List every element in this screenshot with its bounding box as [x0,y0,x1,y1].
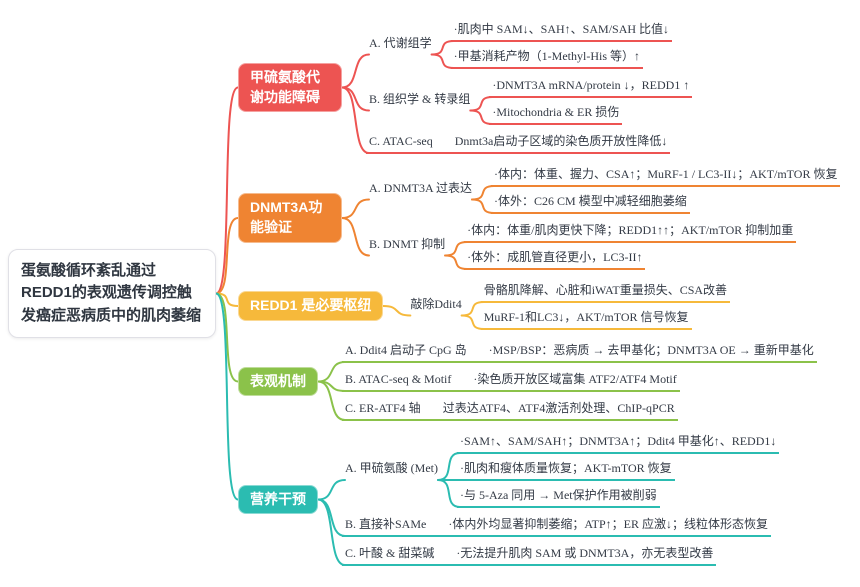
subtopic-group: B. 直接补SAMe ·体内外均显著抑制萎缩；ATP↑；ER 应激↓；线粒体形态恢… [342,516,779,537]
leaf-column: ·DNMT3A mRNA/protein ↓，REDD1 ↑ ·Mitochond… [489,77,693,125]
branch-topic[interactable]: DNMT3A功能验证 [238,193,342,243]
leaf-item[interactable]: ·肌肉中 SAM↓、SAH↑、SAM/SAH 比值↓ [450,21,673,42]
branches-column: 甲硫氨酸代谢功能障碍 A. 代谢组学 ·肌肉中 SAM↓、SAH↑、SAM/SAH … [238,21,841,566]
branch-topic[interactable]: REDD1 是必要枢纽 [238,291,384,321]
leaf-column: ·无法提升肌肉 SAM 或 DNMT3A，亦无表型改善 [453,545,717,566]
subtopic-group: C. ATAC-seq Dnmt3a启动子区域的染色质开放性降低↓ [366,133,692,154]
subtopic-column: A. 代谢组学 ·肌肉中 SAM↓、SAH↑、SAM/SAH 比值↓ ·甲基消耗产物… [366,21,693,154]
branch-topic[interactable]: 甲硫氨酸代谢功能障碍 [238,62,342,113]
subtopic-column: A. 甲硫氨酸 (Met) ·SAM↑、SAM/SAH↑；DNMT3A↑；Ddit… [342,433,780,566]
leaf-column: ·体内：体重/肌肉更快下降；REDD1↑↑；AKT/mTOR 抑制加重 ·体外：成… [464,222,797,270]
subtopic-label[interactable]: A. Ddit4 启动子 CpG 岛 [342,342,470,363]
subtopic-group: B. DNMT 抑制 ·体内：体重/肌肉更快下降；REDD1↑↑；AKT/mTOR… [366,222,840,270]
branch: DNMT3A功能验证 A. DNMT3A 过表达 ·体内：体重、握力、CSA↑；Mu… [238,166,841,270]
leaf-item[interactable]: ·体内：体重、握力、CSA↑；MuRF-1 / LC3-II↓；AKT/mTOR… [491,166,841,187]
subtopic-group: A. Ddit4 启动子 CpG 岛 ·MSP/BSP：恶病质 → 去甲基化；DN… [342,342,817,363]
subtopic-column: A. Ddit4 启动子 CpG 岛 ·MSP/BSP：恶病质 → 去甲基化；DN… [342,342,817,421]
leaf-item[interactable]: ·体内外均显著抑制萎缩；ATP↑；ER 应激↓；线粒体形态恢复 [445,516,772,537]
branch: REDD1 是必要枢纽 敲除Ddit4 骨骼肌降解、心脏和iWAT重量损失、CSA改… [238,282,840,330]
leaf-item[interactable]: ·DNMT3A mRNA/protein ↓，REDD1 ↑ [489,77,693,98]
branch-topic[interactable]: 营养干预 [238,484,318,515]
subtopic-label[interactable]: A. 甲硫氨酸 (Met) [345,461,438,475]
leaf-item[interactable]: ·SAM↑、SAM/SAH↑；DNMT3A↑；Ddit4 甲基化↑、REDD1↓ [457,433,780,454]
subtopic-group: B. 组织学 & 转录组 ·DNMT3A mRNA/protein ↓，REDD1… [366,77,693,125]
leaf-column: ·染色质开放区域富集 ATF2/ATF4 Motif [470,371,680,392]
branch: 甲硫氨酸代谢功能障碍 A. 代谢组学 ·肌肉中 SAM↓、SAH↑、SAM/SAH … [238,21,840,154]
branch: 营养干预 A. 甲硫氨酸 (Met) ·SAM↑、SAM/SAH↑；DNMT3A↑；… [238,433,840,566]
leaf-item[interactable]: ·染色质开放区域富集 ATF2/ATF4 Motif [470,371,680,392]
subtopic-label[interactable]: 敲除Ddit4 [410,296,462,311]
subtopic-label[interactable]: A. DNMT3A 过表达 [369,180,473,195]
subtopic-label[interactable]: B. ATAC-seq & Motif [342,371,455,392]
leaf-item[interactable]: 骨骼肌降解、心脏和iWAT重量损失、CSA改善 [480,282,731,303]
leaf-column: ·体内外均显著抑制萎缩；ATP↑；ER 应激↓；线粒体形态恢复 [445,516,772,537]
subtopic-group: A. DNMT3A 过表达 ·体内：体重、握力、CSA↑；MuRF-1 / LC3… [366,166,841,214]
subtopic-group: 敲除Ddit4 骨骼肌降解、心脏和iWAT重量损失、CSA改善 MuRF-1和LC3… [407,282,731,330]
subtopic-label[interactable]: C. ATAC-seq [366,133,436,154]
subtopic-column: 敲除Ddit4 骨骼肌降解、心脏和iWAT重量损失、CSA改善 MuRF-1和LC3… [407,282,731,330]
branch: 表观机制 A. Ddit4 启动子 CpG 岛 ·MSP/BSP：恶病质 → 去甲基… [238,342,840,421]
subtopic-label[interactable]: C. 叶酸 & 甜菜碱 [342,545,438,566]
leaf-item[interactable]: ·肌肉和瘦体质量恢复；AKT-mTOR 恢复 [457,460,675,481]
leaf-item[interactable]: ·与 5-Aza 同用 → Met保护作用被削弱 [457,487,660,508]
subtopic-label[interactable]: C. ER-ATF4 轴 [342,400,424,421]
leaf-item[interactable]: ·体内：体重/肌肉更快下降；REDD1↑↑；AKT/mTOR 抑制加重 [464,222,797,243]
leaf-item[interactable]: ·无法提升肌肉 SAM 或 DNMT3A，亦无表型改善 [453,545,717,566]
leaf-column: Dnmt3a启动子区域的染色质开放性降低↓ [451,133,671,154]
subtopic-column: A. DNMT3A 过表达 ·体内：体重、握力、CSA↑；MuRF-1 / LC3… [366,166,841,270]
leaf-item[interactable]: 过表达ATF4、ATF4激活剂处理、ChIP-qPCR [439,400,678,421]
subtopic-group: C. 叶酸 & 甜菜碱 ·无法提升肌肉 SAM 或 DNMT3A，亦无表型改善 [342,545,779,566]
subtopic-label[interactable]: B. 组织学 & 转录组 [369,91,471,106]
subtopic-group: A. 代谢组学 ·肌肉中 SAM↓、SAH↑、SAM/SAH 比值↓ ·甲基消耗产物… [366,21,692,69]
leaf-item[interactable]: ·甲基消耗产物（1-Methyl-His 等）↑ [450,48,643,69]
leaf-column: ·体内：体重、握力、CSA↑；MuRF-1 / LC3-II↓；AKT/mTOR… [491,166,841,214]
root-node[interactable]: 蛋氨酸循环紊乱通过REDD1的表观遗传调控触发癌症恶病质中的肌肉萎缩 [8,248,216,339]
subtopic-label[interactable]: B. 直接补SAMe [342,516,430,537]
leaf-column: ·MSP/BSP：恶病质 → 去甲基化；DNMT3A OE → 重新甲基化 [485,342,817,363]
subtopic-label[interactable]: B. DNMT 抑制 [369,236,446,251]
subtopic-label[interactable]: A. 代谢组学 [369,35,432,50]
subtopic-group: A. 甲硫氨酸 (Met) ·SAM↑、SAM/SAH↑；DNMT3A↑；Ddit… [342,433,780,508]
subtopic-group: C. ER-ATF4 轴过表达ATF4、ATF4激活剂处理、ChIP-qPCR [342,400,817,421]
leaf-column: ·肌肉中 SAM↓、SAH↑、SAM/SAH 比值↓ ·甲基消耗产物（1-Meth… [450,21,673,69]
subtopic-group: B. ATAC-seq & Motif ·染色质开放区域富集 ATF2/ATF4 … [342,371,817,392]
leaf-column: 过表达ATF4、ATF4激活剂处理、ChIP-qPCR [439,400,678,421]
leaf-item[interactable]: ·MSP/BSP：恶病质 → 去甲基化；DNMT3A OE → 重新甲基化 [485,342,817,363]
leaf-item[interactable]: MuRF-1和LC3↓，AKT/mTOR 信号恢复 [480,309,692,330]
leaf-column: 骨骼肌降解、心脏和iWAT重量损失、CSA改善 MuRF-1和LC3↓，AKT/m… [480,282,731,330]
leaf-column: ·SAM↑、SAM/SAH↑；DNMT3A↑；Ddit4 甲基化↑、REDD1↓… [457,433,780,508]
branch-topic[interactable]: 表观机制 [238,366,318,397]
leaf-item[interactable]: Dnmt3a启动子区域的染色质开放性降低↓ [451,133,671,154]
leaf-item[interactable]: ·Mitochondria & ER 损伤 [489,104,623,125]
leaf-item[interactable]: ·体外：成肌管直径更小，LC3-II↑ [464,249,646,270]
leaf-item[interactable]: ·体外：C26 CM 模型中减轻细胞萎缩 [491,193,690,214]
